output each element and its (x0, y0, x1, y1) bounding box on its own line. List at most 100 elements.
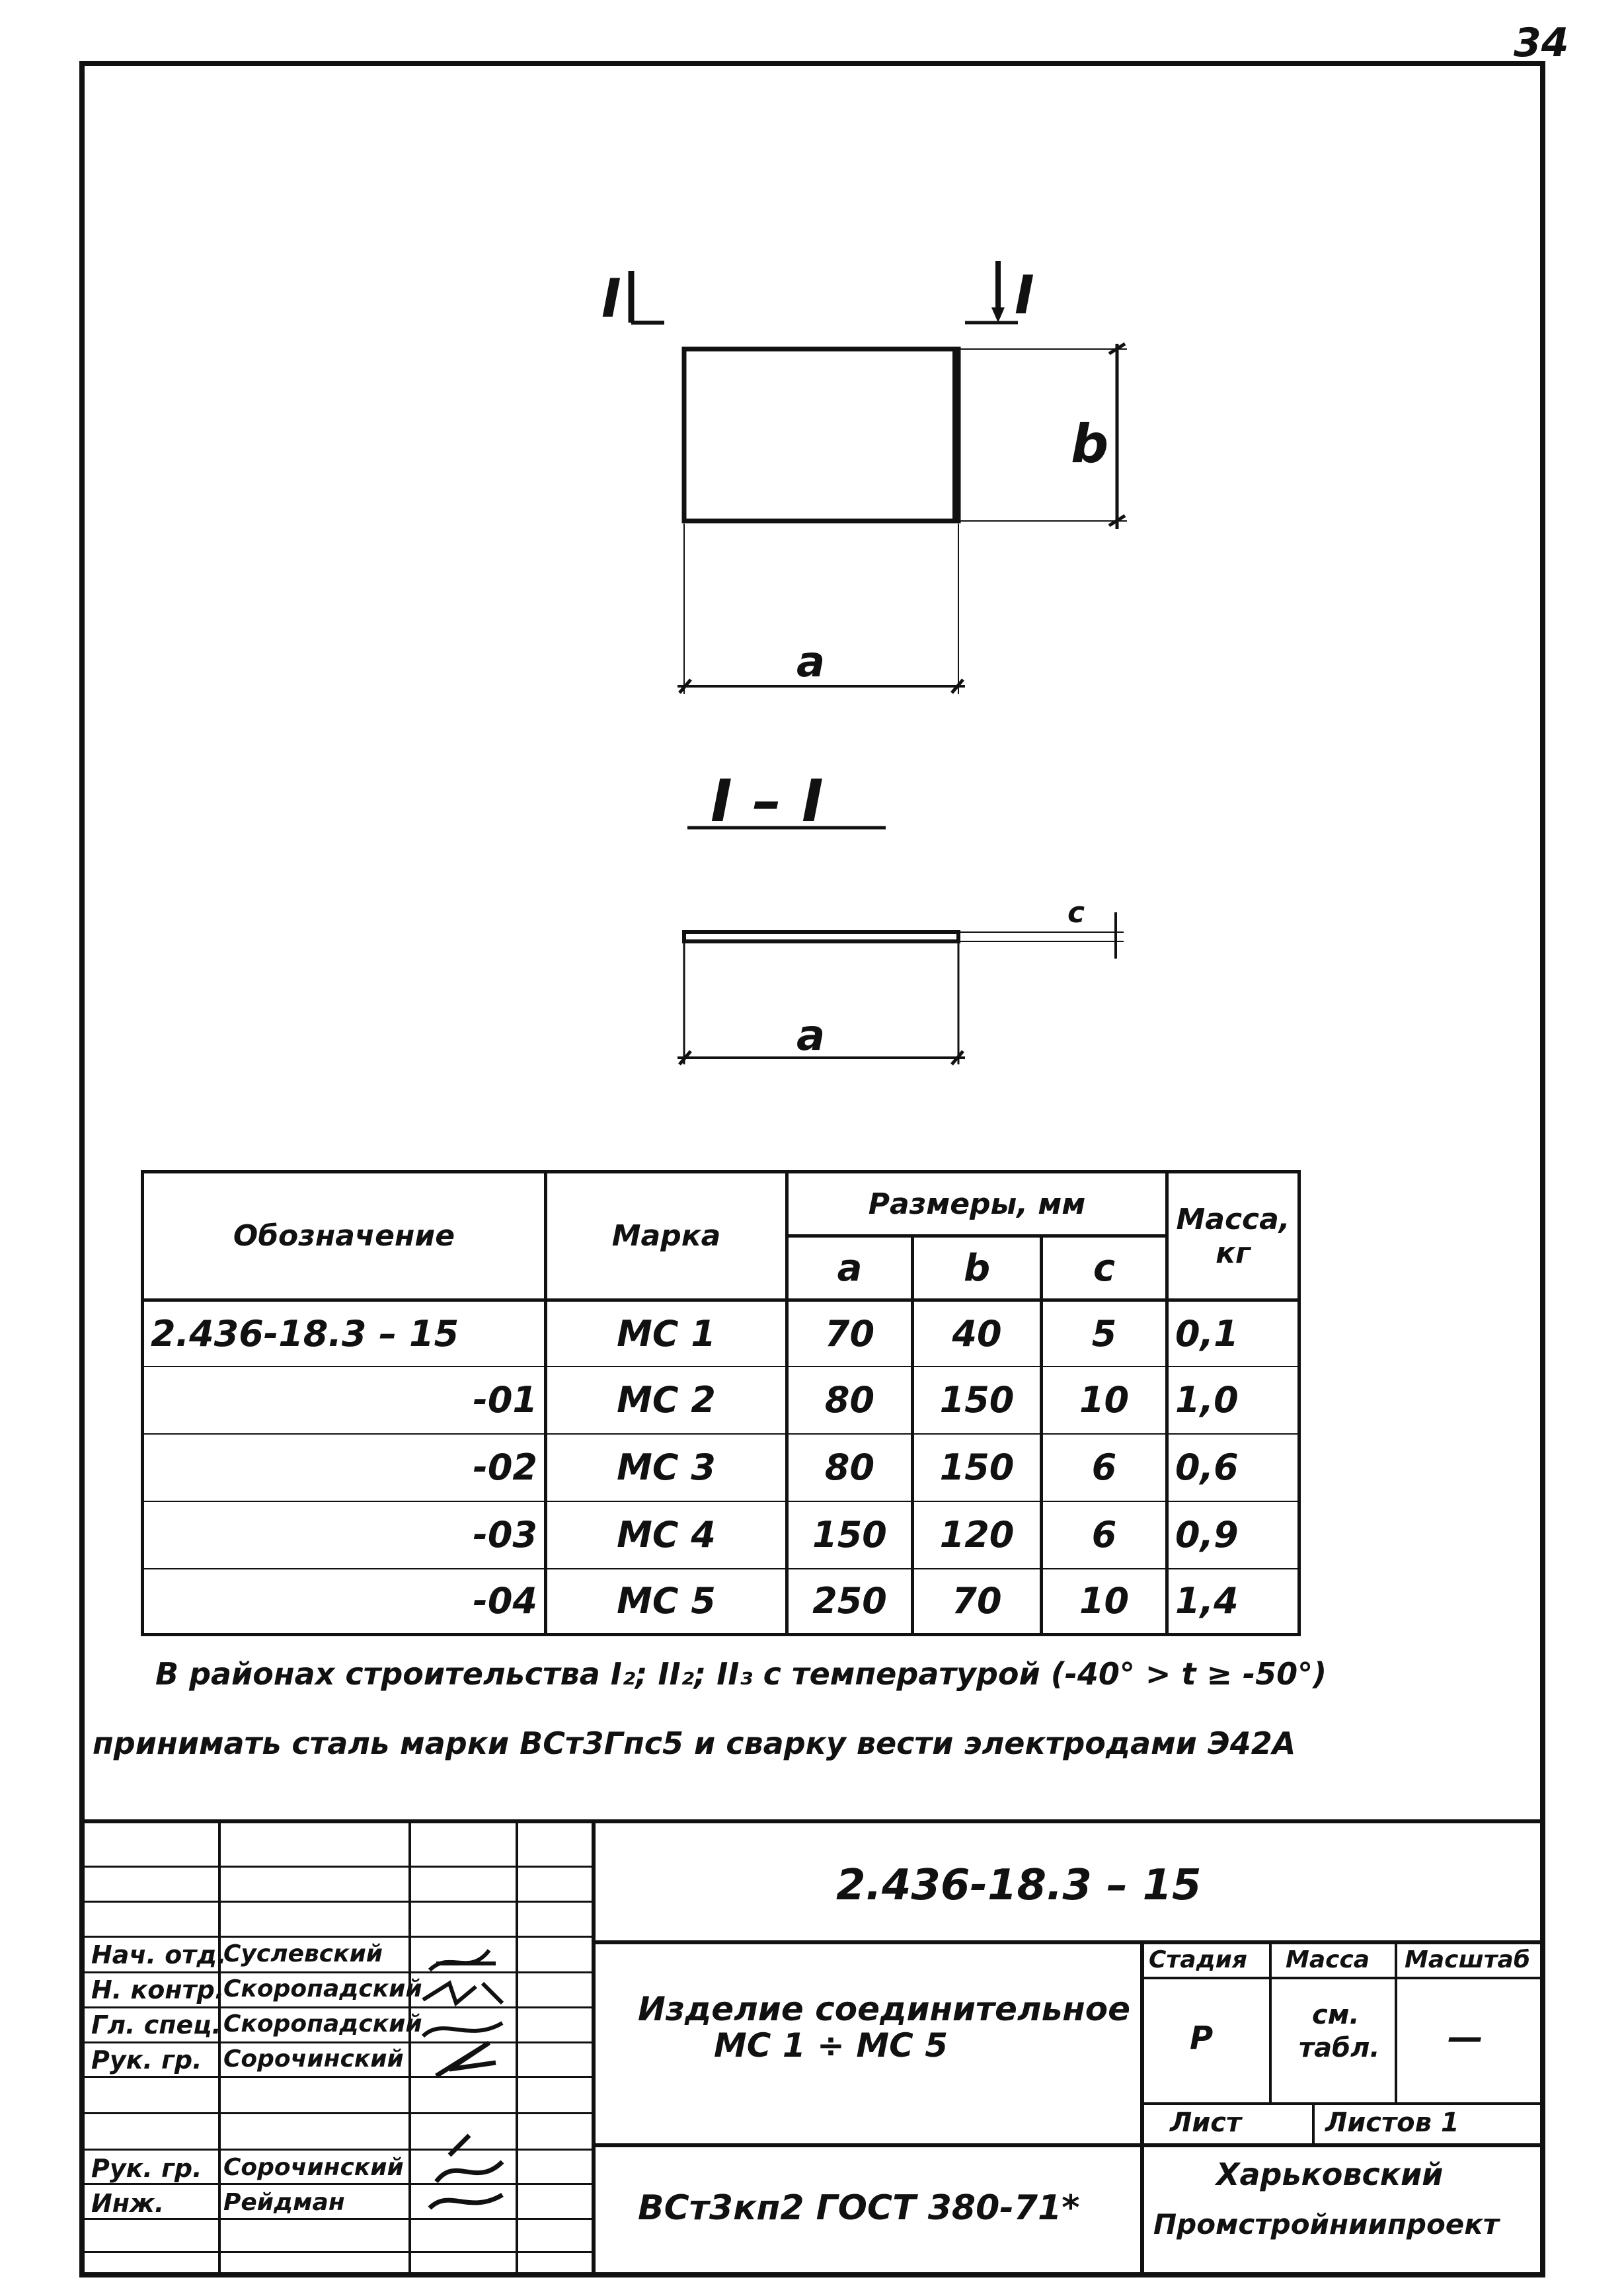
cell-mark: МС 3 (544, 1433, 789, 1501)
plate-drawing (628, 261, 1127, 1066)
grid-line (1142, 1977, 1545, 1979)
mass-value-line-1: см. (1312, 2000, 1360, 2030)
grid-line (79, 2112, 595, 2114)
cell-mark: МС 5 (544, 1567, 789, 1636)
dim-label-c: c (1067, 896, 1085, 930)
scale-label: Масштаб (1405, 1946, 1530, 1973)
header-mark: Марка (544, 1170, 789, 1302)
cell-a: 70 (785, 1298, 914, 1366)
cell-b: 150 (911, 1365, 1043, 1434)
section-title: I – I (711, 767, 824, 835)
grid-line (594, 1940, 1545, 1944)
stage-label: Стадия (1149, 1946, 1247, 1973)
staff-role-2: Н. контр. (91, 1975, 225, 2004)
scale-value: — (1448, 2016, 1483, 2058)
grid-line (1140, 1942, 1144, 2277)
cell-mass: 0,9 (1165, 1500, 1301, 1569)
header-c: c (1039, 1234, 1169, 1302)
table-row: -03 МС 4 150 120 6 0,9 (141, 1500, 1301, 1569)
header-designation: Обозначение (141, 1170, 547, 1302)
cell-c: 6 (1039, 1433, 1169, 1501)
cell-mass: 1,4 (1165, 1567, 1301, 1636)
grid-line (218, 1821, 221, 2277)
cell-c: 6 (1039, 1500, 1169, 1569)
section-mark-right-label: I (1015, 264, 1034, 326)
cell-a: 250 (785, 1567, 914, 1636)
grid-line (1395, 1942, 1397, 2104)
cell-a: 80 (785, 1433, 914, 1501)
table-row: -01 МС 2 80 150 10 1,0 (141, 1365, 1301, 1434)
signatures (421, 1949, 504, 2210)
cell-mass: 1,0 (1165, 1365, 1301, 1434)
note-line-1: В районах строительства I₂; II₂; II₃ с т… (155, 1656, 1327, 1692)
sheet-label: Лист (1170, 2108, 1242, 2138)
grid-line (1312, 2102, 1315, 2145)
staff-name-5: Сорочинский (223, 2154, 404, 2181)
table-row: -04 МС 5 250 70 10 1,4 (141, 1567, 1301, 1636)
organization-line-2: Промстройниипроект (1153, 2208, 1500, 2240)
grid-line (79, 1971, 595, 1973)
cell-b: 40 (911, 1298, 1043, 1366)
item-name-line-2: МС 1 ÷ МС 5 (714, 2026, 948, 2065)
staff-role-3: Гл. спец. (91, 2010, 221, 2039)
section-mark-left-label: I (601, 268, 621, 329)
staff-name-4: Сорочинский (223, 2045, 404, 2073)
plate-plan-view (681, 346, 961, 524)
cell-a: 150 (785, 1500, 914, 1569)
drawing-code: 2.436-18.3 – 15 (836, 1861, 1202, 1910)
staff-name-2: Скоропадский (223, 1975, 422, 2002)
cell-mass: 0,6 (1165, 1433, 1301, 1501)
grid-line (79, 2251, 595, 2253)
dim-label-a-section: a (796, 1011, 826, 1060)
title-block-top-line (79, 1819, 1545, 1823)
staff-name-6: Рейдман (223, 2189, 345, 2216)
spec-table: Обозначение Марка Размеры, мм Масса, кг … (141, 1170, 1301, 1636)
grid-line (79, 2006, 595, 2008)
staff-role-4: Рук. гр. (91, 2045, 202, 2075)
header-dimensions: Размеры, мм (785, 1170, 1169, 1238)
plate-section-view (682, 930, 960, 943)
cell-mark: МС 1 (544, 1298, 789, 1366)
stage-value: Р (1190, 2020, 1214, 2057)
table-row: -02 МС 3 80 150 6 0,6 (141, 1433, 1301, 1501)
cell-designation: -01 (141, 1365, 547, 1434)
sheet-frame (79, 61, 1545, 2277)
grid-line (1269, 1942, 1272, 2104)
cell-b: 70 (911, 1567, 1043, 1636)
item-name-line-1: Изделие соединительное (638, 1990, 1130, 2028)
dim-label-a: a (796, 638, 826, 687)
cell-designation: 2.436-18.3 – 15 (141, 1298, 547, 1366)
cell-designation: -03 (141, 1500, 547, 1569)
cell-c: 10 (1039, 1567, 1169, 1636)
staff-role-5: Рук. гр. (91, 2154, 202, 2183)
cell-c: 10 (1039, 1365, 1169, 1434)
staff-role-1: Нач. отд. (91, 1940, 227, 1969)
header-a: a (785, 1234, 914, 1302)
cell-c: 5 (1039, 1298, 1169, 1366)
cell-a: 80 (785, 1365, 914, 1434)
staff-name-1: Суслевский (223, 1940, 383, 1967)
header-b: b (911, 1234, 1043, 1302)
staff-name-3: Скоропадский (223, 2010, 422, 2038)
mass-label: Масса (1286, 1946, 1370, 1973)
note-line-2: принимать сталь марки ВСт3Гпс5 и сварку … (93, 1725, 1296, 1761)
grid-line (79, 1866, 595, 1868)
grid-line (79, 2183, 595, 2185)
grid-line (79, 1901, 595, 1903)
grid-line (592, 1821, 596, 2277)
cell-b: 150 (911, 1433, 1043, 1501)
header-mass: Масса, кг (1165, 1170, 1301, 1302)
grid-line (516, 1821, 518, 2277)
cell-b: 120 (911, 1500, 1043, 1569)
grid-line (1142, 2102, 1545, 2105)
grid-line (79, 1936, 595, 1938)
cell-mark: МС 2 (544, 1365, 789, 1434)
grid-line (79, 2076, 595, 2078)
mass-value-line-2: табл. (1299, 2033, 1380, 2063)
grid-line (408, 1821, 411, 2277)
cell-mass: 0,1 (1165, 1298, 1301, 1366)
grid-line (594, 2143, 1545, 2147)
grid-line (79, 2149, 595, 2151)
table-row: 2.436-18.3 – 15 МС 1 70 40 5 0,1 (141, 1298, 1301, 1366)
sheets-label: Листов 1 (1325, 2108, 1459, 2138)
